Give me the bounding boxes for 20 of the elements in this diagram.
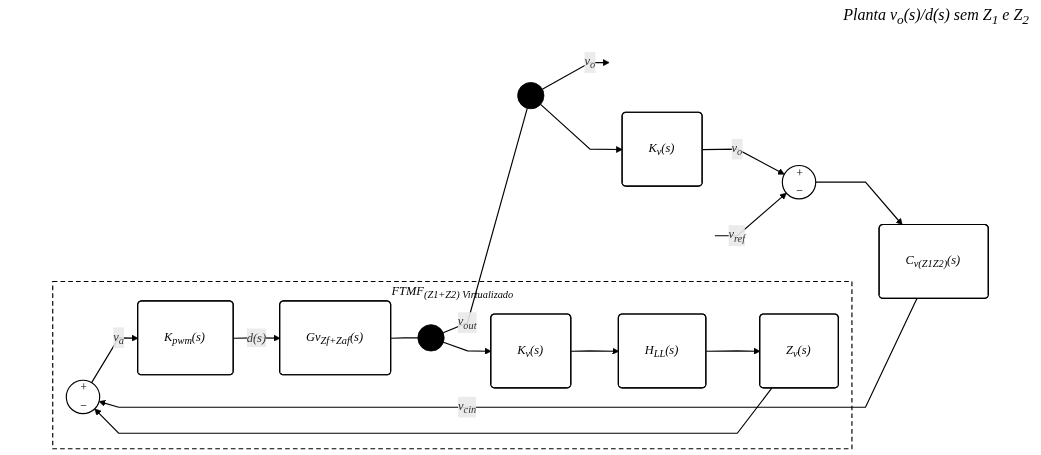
node-circle: + −	[781, 164, 817, 200]
edge-label: d(s)	[246, 330, 267, 345]
arrow	[98, 298, 918, 408]
connector	[390, 337, 419, 339]
arrow	[815, 181, 903, 226]
node-circle: + −	[65, 379, 101, 415]
edge-label: v$_{cin}$	[458, 399, 477, 416]
connector	[442, 107, 528, 334]
edge-label: v$_{a}$	[113, 329, 124, 347]
edge-label: v$_{o}$	[731, 140, 743, 158]
arrow	[540, 103, 623, 153]
arrow	[714, 192, 787, 237]
edge-label: v$_{ref}$	[728, 227, 746, 244]
node-circle	[417, 324, 445, 352]
edge-label: v$_{out}$	[457, 314, 477, 331]
arrow	[541, 59, 610, 90]
annotation-text: Planta v$_{o}$(s)/d(s) sem Z$_{1}$ e Z$_{2}$	[843, 6, 1029, 29]
edge-label: v$_{o}$	[584, 54, 596, 71]
arrow	[94, 387, 773, 434]
node-circle	[517, 82, 545, 110]
